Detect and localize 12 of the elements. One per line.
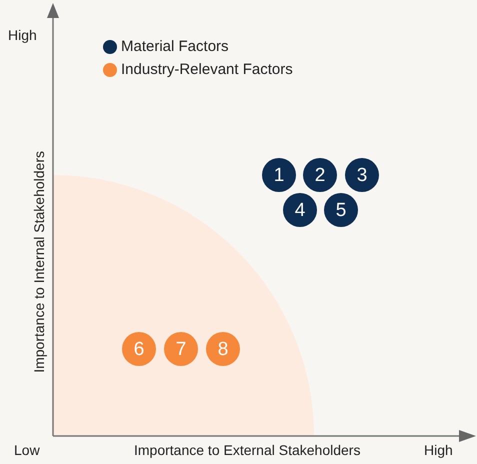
factor-circle: 4 [283, 193, 317, 227]
factor-circle: 3 [345, 158, 379, 192]
legend-label: Material Factors [121, 38, 229, 55]
factor-circle: 1 [262, 158, 296, 192]
axis-end-label: Low [14, 443, 40, 458]
factor-circle: 5 [324, 193, 358, 227]
legend-label: Industry-Relevant Factors [121, 61, 293, 78]
axis-end-label: High [424, 443, 453, 458]
axis-end-label: High [8, 28, 37, 44]
axis-title: Importance to Internal Stakeholders [32, 151, 48, 373]
factor-circle: 2 [303, 158, 337, 192]
axis-title: Importance to External Stakeholders [134, 443, 360, 458]
